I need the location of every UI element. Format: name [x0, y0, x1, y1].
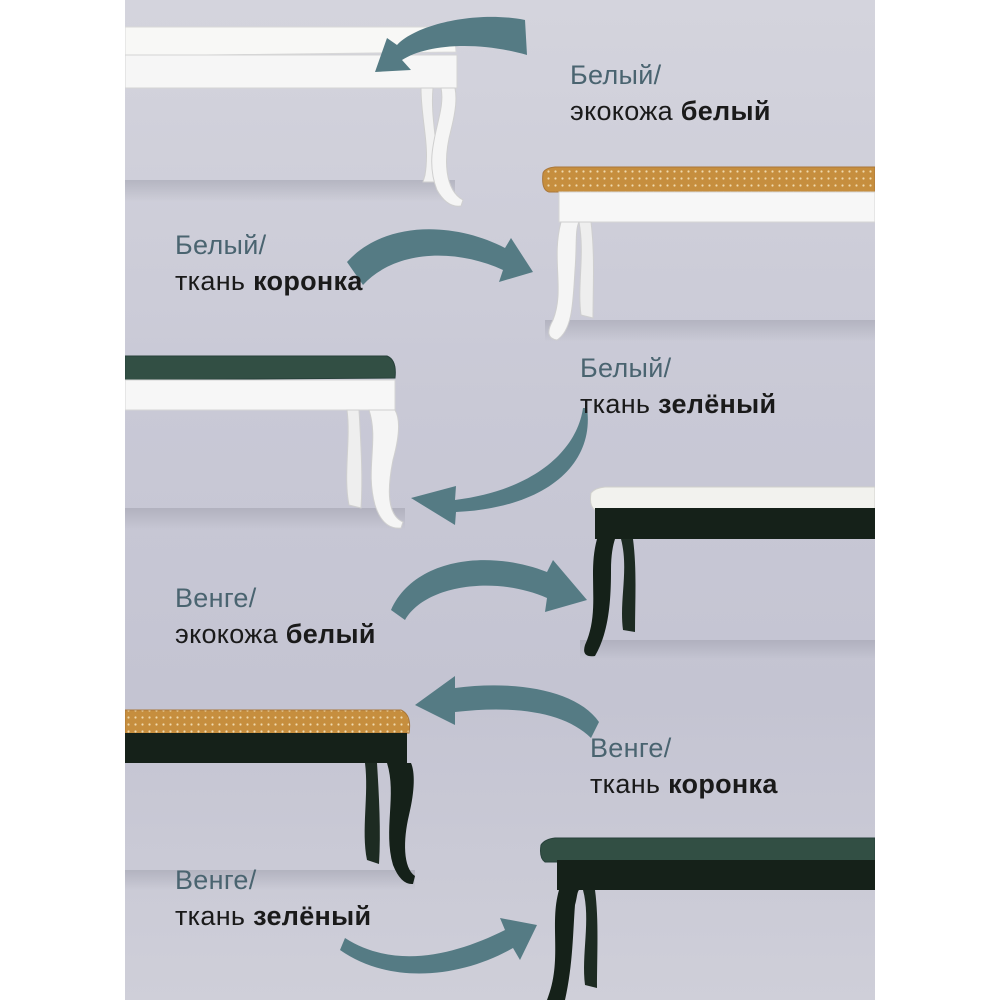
product-image-canvas: Белый/ экокожа белый Белый/ ткань коронк…: [125, 0, 875, 1000]
frame-label: Белый/: [570, 60, 662, 90]
bench-white-fabric-green: [125, 355, 404, 529]
bench-wenge-leather-white: [584, 486, 875, 657]
frame-label: Белый/: [175, 230, 267, 260]
frame-label: Венге/: [175, 865, 257, 895]
upholstery-label: ткань зелёный: [175, 901, 372, 931]
upholstery-label: ткань коронка: [590, 769, 778, 799]
arrow-1-icon: [375, 16, 527, 73]
frame-label: Белый/: [580, 353, 672, 383]
upholstery-label: экокожа белый: [175, 619, 376, 649]
bench-wenge-fabric-green: [540, 837, 875, 1000]
bench-wenge-fabric-crown: [125, 709, 415, 885]
frame-label: Венге/: [175, 583, 257, 613]
bench-illustration: [125, 16, 875, 1000]
label-wenge-leather-white: Венге/ экокожа белый: [175, 580, 376, 652]
upholstery-label: ткань зелёный: [580, 389, 777, 419]
arrow-3-icon: [411, 408, 588, 525]
label-wenge-fabric-green: Венге/ ткань зелёный: [175, 862, 371, 934]
upholstery-label: экокожа белый: [570, 96, 771, 126]
arrow-2-icon: [347, 229, 533, 285]
upholstery-label: ткань коронка: [175, 266, 363, 296]
bench-white-fabric-crown: [542, 166, 875, 341]
label-white-leather-white: Белый/ экокожа белый: [570, 57, 771, 129]
arrow-4-icon: [391, 560, 587, 620]
label-white-fabric-green: Белый/ ткань зелёный: [580, 350, 776, 422]
arrow-6-icon: [340, 918, 537, 974]
arrow-5-icon: [415, 676, 599, 738]
bench-white-leather-white: [125, 26, 464, 207]
label-white-fabric-crown: Белый/ ткань коронка: [175, 227, 363, 299]
label-wenge-fabric-crown: Венге/ ткань коронка: [590, 730, 778, 802]
frame-label: Венге/: [590, 733, 672, 763]
